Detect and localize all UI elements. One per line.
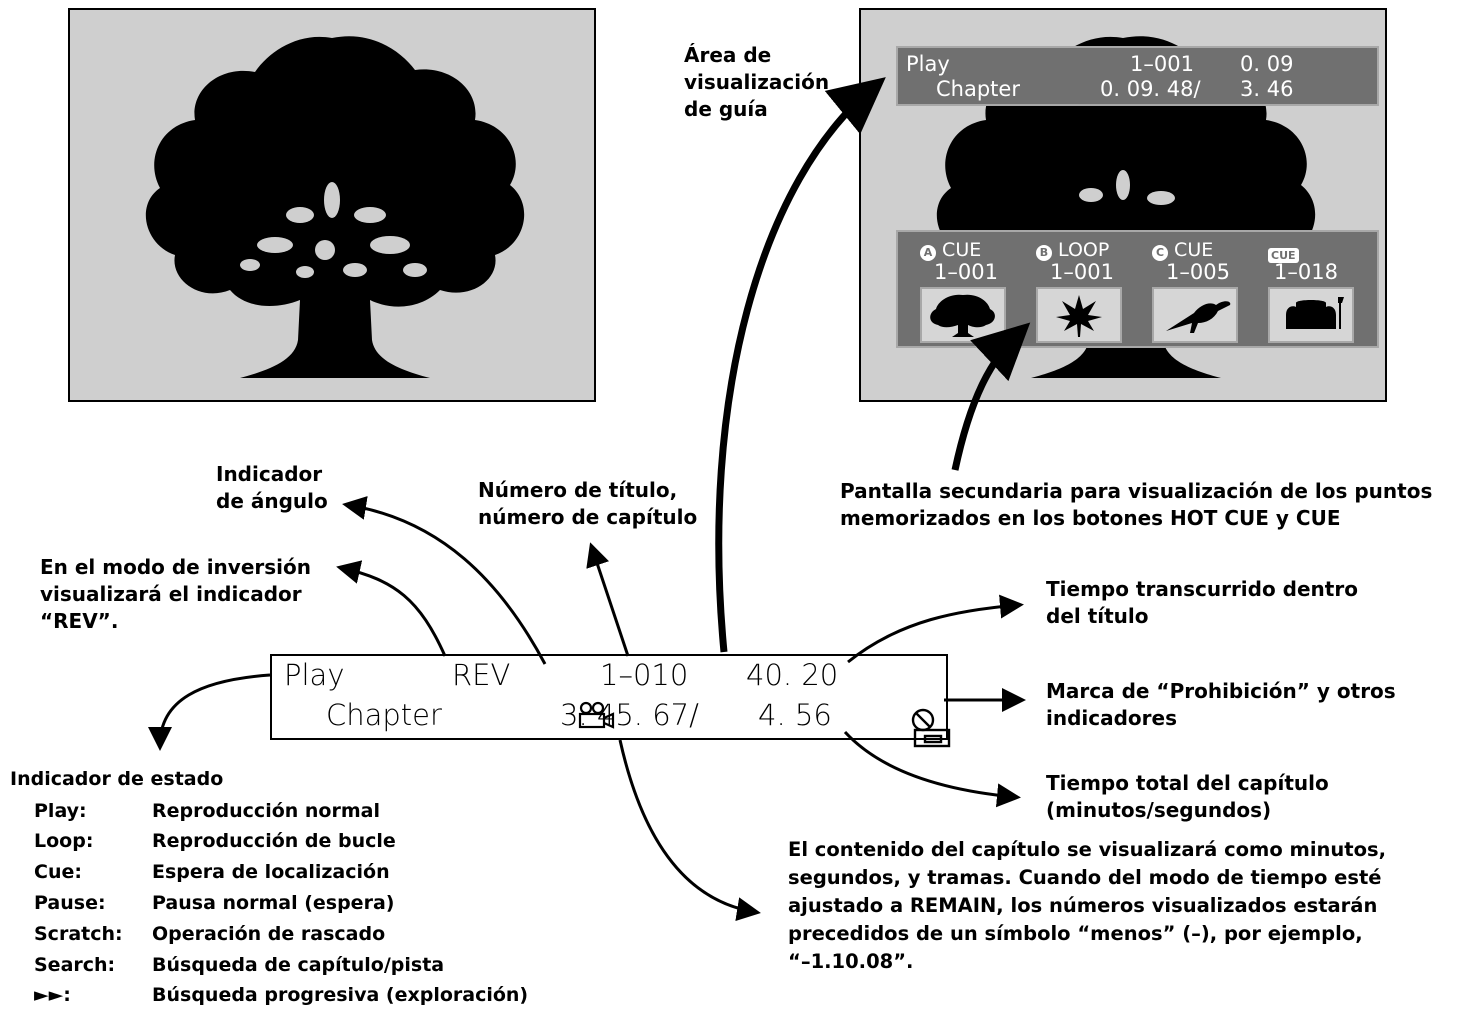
label-line: indicadores — [1046, 706, 1178, 730]
state-key: Search: — [34, 954, 116, 976]
front-panel-display: Play REV 1–010 40. 20 Chapter 3. 45. 67/… — [270, 654, 951, 748]
main-screen-left — [68, 8, 596, 402]
cue-number: 1–018 — [1274, 260, 1338, 284]
label-line: Área de — [684, 43, 772, 67]
camera-angle-icon — [540, 666, 617, 771]
state-key: Pause: — [34, 892, 106, 914]
state-desc: Reproducción normal — [152, 800, 380, 822]
state-key: Scratch: — [34, 923, 123, 945]
cue-point-c: C CUE — [1152, 238, 1213, 263]
sofa-thumbnail-icon — [1268, 287, 1354, 343]
state-desc: Espera de localización — [152, 861, 390, 883]
tree-silhouette-icon — [145, 36, 525, 378]
label-line: visualización — [684, 70, 830, 94]
label-line: “REV”. — [40, 609, 119, 633]
label-line: (minutos/segundos) — [1046, 798, 1272, 822]
state-key: Play: — [34, 800, 87, 822]
label-title-number: Número de título, número de capítulo — [478, 477, 697, 531]
label-line: memorizados en los botones HOT CUE y CUE — [840, 506, 1341, 530]
badge-cue-icon: CUE — [1268, 248, 1299, 263]
label-line: número de capítulo — [478, 505, 698, 529]
cue-number: 1–005 — [1166, 260, 1230, 284]
display-sub-label: Chapter — [326, 698, 442, 732]
osd-total: 3. 46 — [1240, 77, 1294, 101]
state-desc: Búsqueda progresiva (exploración) — [152, 984, 529, 1006]
osd-track: 1–001 — [1130, 52, 1194, 76]
label-line: Tiempo total del capítulo — [1046, 771, 1329, 795]
cue-number: 1–001 — [1050, 260, 1114, 284]
badge-a-icon: A — [920, 245, 936, 261]
label-line: En el modo de inversión — [40, 555, 311, 579]
state-desc: Búsqueda de capítulo/pista — [152, 954, 445, 976]
label-line: El contenido del capítulo se visualizará… — [788, 838, 1387, 861]
label-chapter-total: Tiempo total del capítulo (minutos/segun… — [1046, 770, 1329, 824]
state-key: Loop: — [34, 830, 94, 852]
label-line: segundos, y tramas. Cuando del modo de t… — [788, 866, 1382, 889]
tree-thumbnail-icon — [920, 287, 1006, 343]
label-line: del título — [1046, 604, 1149, 628]
label-line: Número de título, — [478, 478, 678, 502]
badge-c-icon: C — [1152, 245, 1168, 261]
label-line: Tiempo transcurrido dentro — [1046, 577, 1358, 601]
osd-time: 0. 09 — [1240, 52, 1294, 76]
label-elapsed-title: Tiempo transcurrido dentro del título — [1046, 576, 1358, 630]
label-reverse: En el modo de inversión visualizará el i… — [40, 554, 311, 635]
leaf-thumbnail-icon — [1036, 287, 1122, 343]
state-key: ►►: — [34, 984, 71, 1006]
cue-label: CUE — [942, 239, 982, 261]
cue-label: LOOP — [1058, 239, 1110, 261]
display-title-chapter: 1–010 — [600, 658, 689, 692]
cue-point-hot: CUE — [1268, 240, 1299, 265]
osd-mode: Play — [906, 52, 950, 76]
label-sub-screen: Pantalla secundaria para visualización d… — [840, 478, 1432, 532]
label-line: Pantalla secundaria para visualización d… — [840, 479, 1433, 503]
guide-display-area: Play 1–001 0. 09 Chapter 0. 09. 48/ 3. 4… — [896, 46, 1379, 106]
label-angle: Indicador de ángulo — [216, 461, 328, 515]
toucan-thumbnail-icon — [1152, 287, 1238, 343]
label-line: “–1.10.08”. — [788, 950, 914, 973]
label-line: ajustado a REMAIN, los números visualiza… — [788, 894, 1378, 917]
prohibition-icon — [872, 672, 957, 793]
display-mode: Play — [284, 658, 345, 692]
state-desc: Operación de rascado — [152, 923, 386, 945]
display-chapter-time: 3. 45. 67/ — [560, 698, 699, 732]
label-line: Marca de “Prohibición” y otros — [1046, 679, 1396, 703]
cue-point-a: A CUE — [920, 238, 981, 263]
state-desc: Reproducción de bucle — [152, 830, 396, 852]
label-line: Indicador — [216, 462, 323, 486]
badge-b-icon: B — [1036, 245, 1052, 261]
label-chapter-content: El contenido del capítulo se visualizará… — [788, 836, 1386, 976]
label-line: precedidos de un símbolo “menos” (–), po… — [788, 922, 1363, 945]
display-chapter-total: 4. 56 — [758, 698, 832, 732]
osd-sub-label: Chapter — [936, 77, 1020, 101]
state-desc: Pausa normal (espera) — [152, 892, 395, 914]
cue-point-b: B LOOP — [1036, 238, 1109, 263]
cue-label: CUE — [1174, 239, 1214, 261]
display-elapsed: 40. 20 — [746, 658, 839, 692]
label-guide-area: Área de visualización de guía — [684, 42, 829, 123]
label-line: de guía — [684, 97, 768, 121]
cue-number: 1–001 — [934, 260, 998, 284]
state-key: Cue: — [34, 861, 82, 883]
label-line: de ángulo — [216, 489, 328, 513]
display-rev: REV — [452, 658, 511, 692]
state-indicator-title: Indicador de estado — [10, 768, 224, 790]
osd-elapsed: 0. 09. 48/ — [1100, 77, 1201, 101]
label-line: visualizará el indicador — [40, 582, 302, 606]
label-prohibition: Marca de “Prohibición” y otros indicador… — [1046, 678, 1396, 732]
